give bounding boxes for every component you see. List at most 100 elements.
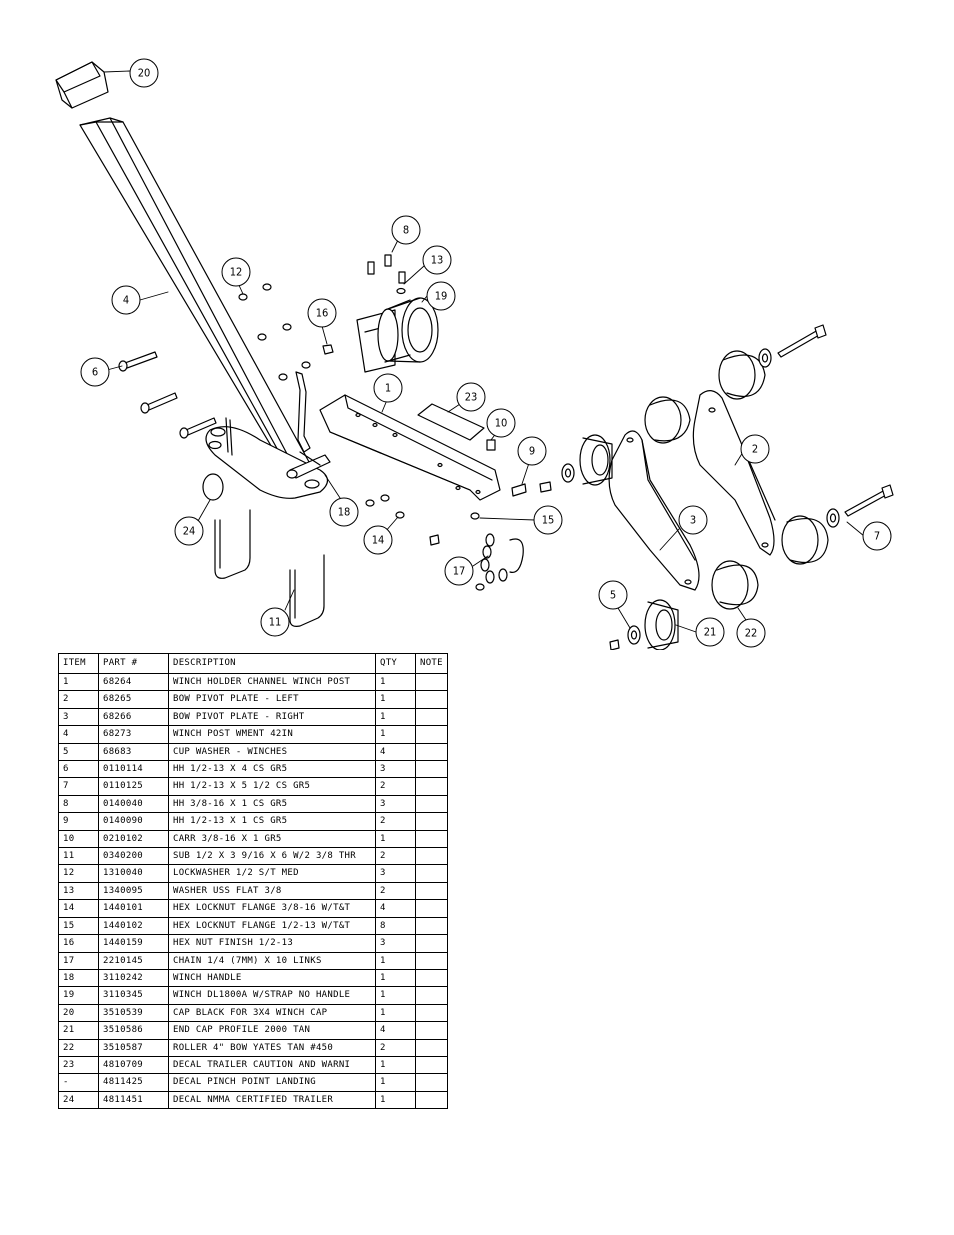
bow-pivot-plate-left-part bbox=[692, 390, 776, 556]
callout-1: 1 bbox=[373, 373, 403, 403]
note-cell bbox=[415, 968, 448, 988]
svg-text:6: 6 bbox=[92, 366, 98, 379]
note-cell bbox=[415, 672, 448, 692]
callout-3: 3 bbox=[678, 505, 708, 535]
part-number-cell: 3110345 bbox=[98, 986, 169, 1005]
note-cell bbox=[415, 864, 448, 883]
u-bolt-part bbox=[214, 509, 325, 627]
svg-text:20: 20 bbox=[138, 67, 151, 80]
callout-7: 7 bbox=[862, 521, 892, 551]
winch-handle-part bbox=[299, 451, 321, 466]
qty-cell: 2 bbox=[375, 881, 416, 901]
part-number-cell: 1340095 bbox=[98, 881, 169, 901]
item-cell: 7 bbox=[58, 777, 99, 796]
qty-cell: 4 bbox=[375, 742, 416, 762]
svg-text:15: 15 bbox=[542, 514, 555, 527]
qty-cell: 1 bbox=[375, 707, 416, 727]
description-cell: SUB 1/2 X 3 9/16 X 6 W/2 3/8 THR bbox=[168, 847, 376, 866]
item-cell: 23 bbox=[58, 1055, 99, 1075]
part-number-cell: 1440159 bbox=[98, 934, 169, 953]
cup-washer-part bbox=[561, 348, 840, 650]
part-number-cell: 3110242 bbox=[98, 968, 169, 988]
part-number-cell: 68264 bbox=[98, 672, 169, 692]
svg-text:1: 1 bbox=[385, 382, 391, 395]
note-cell bbox=[415, 881, 448, 901]
qty-cell: 1 bbox=[375, 725, 416, 744]
note-cell bbox=[415, 986, 448, 1005]
svg-text:2: 2 bbox=[752, 443, 758, 456]
item-cell: 20 bbox=[58, 1003, 99, 1023]
callout-20: 20 bbox=[129, 58, 159, 88]
hex-bolt-part bbox=[118, 351, 217, 439]
description-cell: WINCH POST WMENT 42IN bbox=[168, 725, 376, 744]
note-cell bbox=[415, 1003, 448, 1023]
part-number-cell: 4810709 bbox=[98, 1055, 169, 1075]
item-cell: 3 bbox=[58, 707, 99, 727]
description-cell: ROLLER 4" BOW YATES TAN #450 bbox=[168, 1038, 376, 1057]
exploded-parts-diagram: 20 4 12 6 8 13 19 16 1 23 10 9 18 14 15 … bbox=[55, 58, 894, 650]
carriage-bolt-part bbox=[486, 439, 496, 451]
callout-24: 24 bbox=[174, 516, 204, 546]
lockwasher-part bbox=[238, 283, 311, 381]
header-description: DESCRIPTION bbox=[168, 653, 376, 674]
description-cell: BOW PIVOT PLATE - RIGHT bbox=[168, 707, 376, 727]
item-cell: - bbox=[58, 1073, 99, 1092]
qty-cell: 3 bbox=[375, 864, 416, 883]
callout-11: 11 bbox=[260, 607, 290, 637]
svg-text:4: 4 bbox=[123, 294, 129, 307]
decal-part bbox=[417, 403, 485, 441]
item-cell: 24 bbox=[58, 1090, 99, 1110]
part-number-cell: 4811451 bbox=[98, 1090, 169, 1110]
part-number-cell: 68266 bbox=[98, 707, 169, 727]
item-cell: 19 bbox=[58, 986, 99, 1005]
svg-text:7: 7 bbox=[874, 530, 880, 543]
description-cell: CHAIN 1/4 (7MM) X 10 LINKS bbox=[168, 951, 376, 970]
callout-5: 5 bbox=[598, 580, 628, 610]
description-cell: DECAL PINCH POINT LANDING bbox=[168, 1073, 376, 1092]
part-number-cell: 1440102 bbox=[98, 916, 169, 936]
qty-cell: 1 bbox=[375, 829, 416, 849]
qty-cell: 1 bbox=[375, 1003, 416, 1023]
callout-12: 12 bbox=[221, 257, 251, 287]
svg-text:3: 3 bbox=[690, 514, 696, 527]
note-cell bbox=[415, 1073, 448, 1092]
winch-post-part bbox=[79, 117, 331, 499]
part-number-cell: 0110125 bbox=[98, 777, 169, 796]
svg-text:23: 23 bbox=[465, 391, 478, 404]
svg-text:13: 13 bbox=[431, 254, 444, 267]
note-cell bbox=[415, 707, 448, 727]
note-cell bbox=[415, 725, 448, 744]
item-cell: 18 bbox=[58, 968, 99, 988]
note-cell bbox=[415, 742, 448, 762]
callout-18: 18 bbox=[329, 497, 359, 527]
item-cell: 10 bbox=[58, 829, 99, 849]
callout-15: 15 bbox=[533, 505, 563, 535]
item-cell: 13 bbox=[58, 881, 99, 901]
part-number-cell: 3510539 bbox=[98, 1003, 169, 1023]
description-cell: LOCKWASHER 1/2 S/T MED bbox=[168, 864, 376, 883]
item-cell: 1 bbox=[58, 672, 99, 692]
note-cell bbox=[415, 1021, 448, 1040]
part-number-cell: 1440101 bbox=[98, 899, 169, 918]
note-cell bbox=[415, 1055, 448, 1075]
description-cell: CARR 3/8-16 X 1 GR5 bbox=[168, 829, 376, 849]
description-cell: DECAL NMMA CERTIFIED TRAILER bbox=[168, 1090, 376, 1110]
long-bolt-part bbox=[777, 324, 894, 517]
qty-cell: 4 bbox=[375, 1021, 416, 1040]
